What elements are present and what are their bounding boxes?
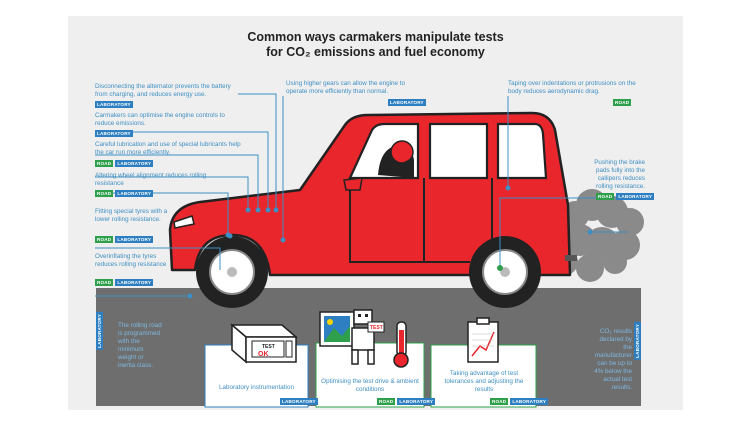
leader-lines [95,93,628,297]
exhaust-pipe [565,255,577,261]
note-lubrication: Careful lubrication and use of special l… [95,141,241,156]
tags-higher-gears: LABORATORY [388,99,428,106]
note-taping: Taping over indentations or protrusions … [508,80,636,95]
mirror [343,177,363,191]
tag-road: ROAD [490,398,509,405]
tag-laboratory: LABORATORY [96,312,103,350]
title-line-1: Common ways carmakers manipulate tests [247,30,504,44]
landscape-picture-icon [319,311,355,347]
svg-text:TEST: TEST [370,325,383,331]
tags-taping: ROAD [613,99,633,106]
tags-alternator: LABORATORY [95,101,135,108]
note-alternator: Disconnecting the alternator prevents th… [95,83,231,98]
rear-window [428,122,489,180]
tag-road: ROAD [613,99,632,106]
tag-laboratory: LABORATORY [280,398,318,405]
note-special-tyres: Fitting special tyres with a lower rolli… [95,208,168,223]
tag-road: ROAD [596,193,615,200]
tag-laboratory: LABORATORY [115,279,154,286]
tag-laboratory: LABORATORY [115,190,154,197]
tags-engine-controls: LABORATORY [95,130,135,137]
tag-laboratory: LABORATORY [388,99,426,106]
tags-instrumentation: LABORATORY [280,398,320,405]
note-rolling-road: The rolling road is programmed with the … [118,322,162,369]
robot-icon: TEST [351,309,385,365]
note-overinflating: Overinflating the tyres reduces rolling … [95,253,167,268]
svg-text:TEST: TEST [262,344,275,350]
tag-laboratory: LABORATORY [95,130,133,137]
note-declared-results: CO₂ results declared by the manufacturer… [594,328,632,391]
note-brake-pads: Pushing the brake pads fully into the ca… [594,159,645,190]
leader-dot-green [497,265,503,271]
leader-dots [187,185,593,299]
instrument-device-icon: TEST OK [229,323,299,364]
box-tolerances-label: Taking advantage of test tolerances and … [444,370,524,393]
title-line-2: for CO₂ emissions and fuel economy [266,45,485,59]
note-higher-gears: Using higher gears can allow the engine … [286,80,406,95]
box-optimising-label: Optimising the test drive & ambient cond… [321,378,419,393]
tag-road: ROAD [95,160,114,167]
tag-road: ROAD [95,279,114,286]
thermometer-icon [393,321,409,368]
tag-laboratory: LABORATORY [510,398,549,405]
tag-laboratory: LABORATORY [115,236,154,243]
clipboard-chart-icon [467,317,499,363]
tags-declared-results: LABORATORY [634,322,641,392]
back-window [496,122,548,180]
tag-laboratory: LABORATORY [616,193,655,200]
headlight [173,215,195,229]
tag-laboratory: LABORATORY [634,322,641,360]
tag-road: ROAD [95,236,114,243]
door-line [349,178,470,263]
tag-road: ROAD [95,190,114,197]
rear-wheel [469,236,541,308]
tag-road: ROAD [377,398,396,405]
driver [378,140,414,178]
box-instrumentation-label: Laboratory instrumentation [219,384,294,391]
note-engine-controls: Carmakers can optimise the engine contro… [95,112,225,127]
svg-text:OK: OK [258,351,269,358]
tag-laboratory: LABORATORY [397,398,436,405]
tag-laboratory: LABORATORY [95,101,133,108]
note-wheel-alignment: Altering wheel alignment reduces rolling… [95,172,207,187]
tag-laboratory: LABORATORY [115,160,154,167]
tags-rolling-road: LABORATORY [96,312,103,382]
front-wheel [196,236,268,308]
